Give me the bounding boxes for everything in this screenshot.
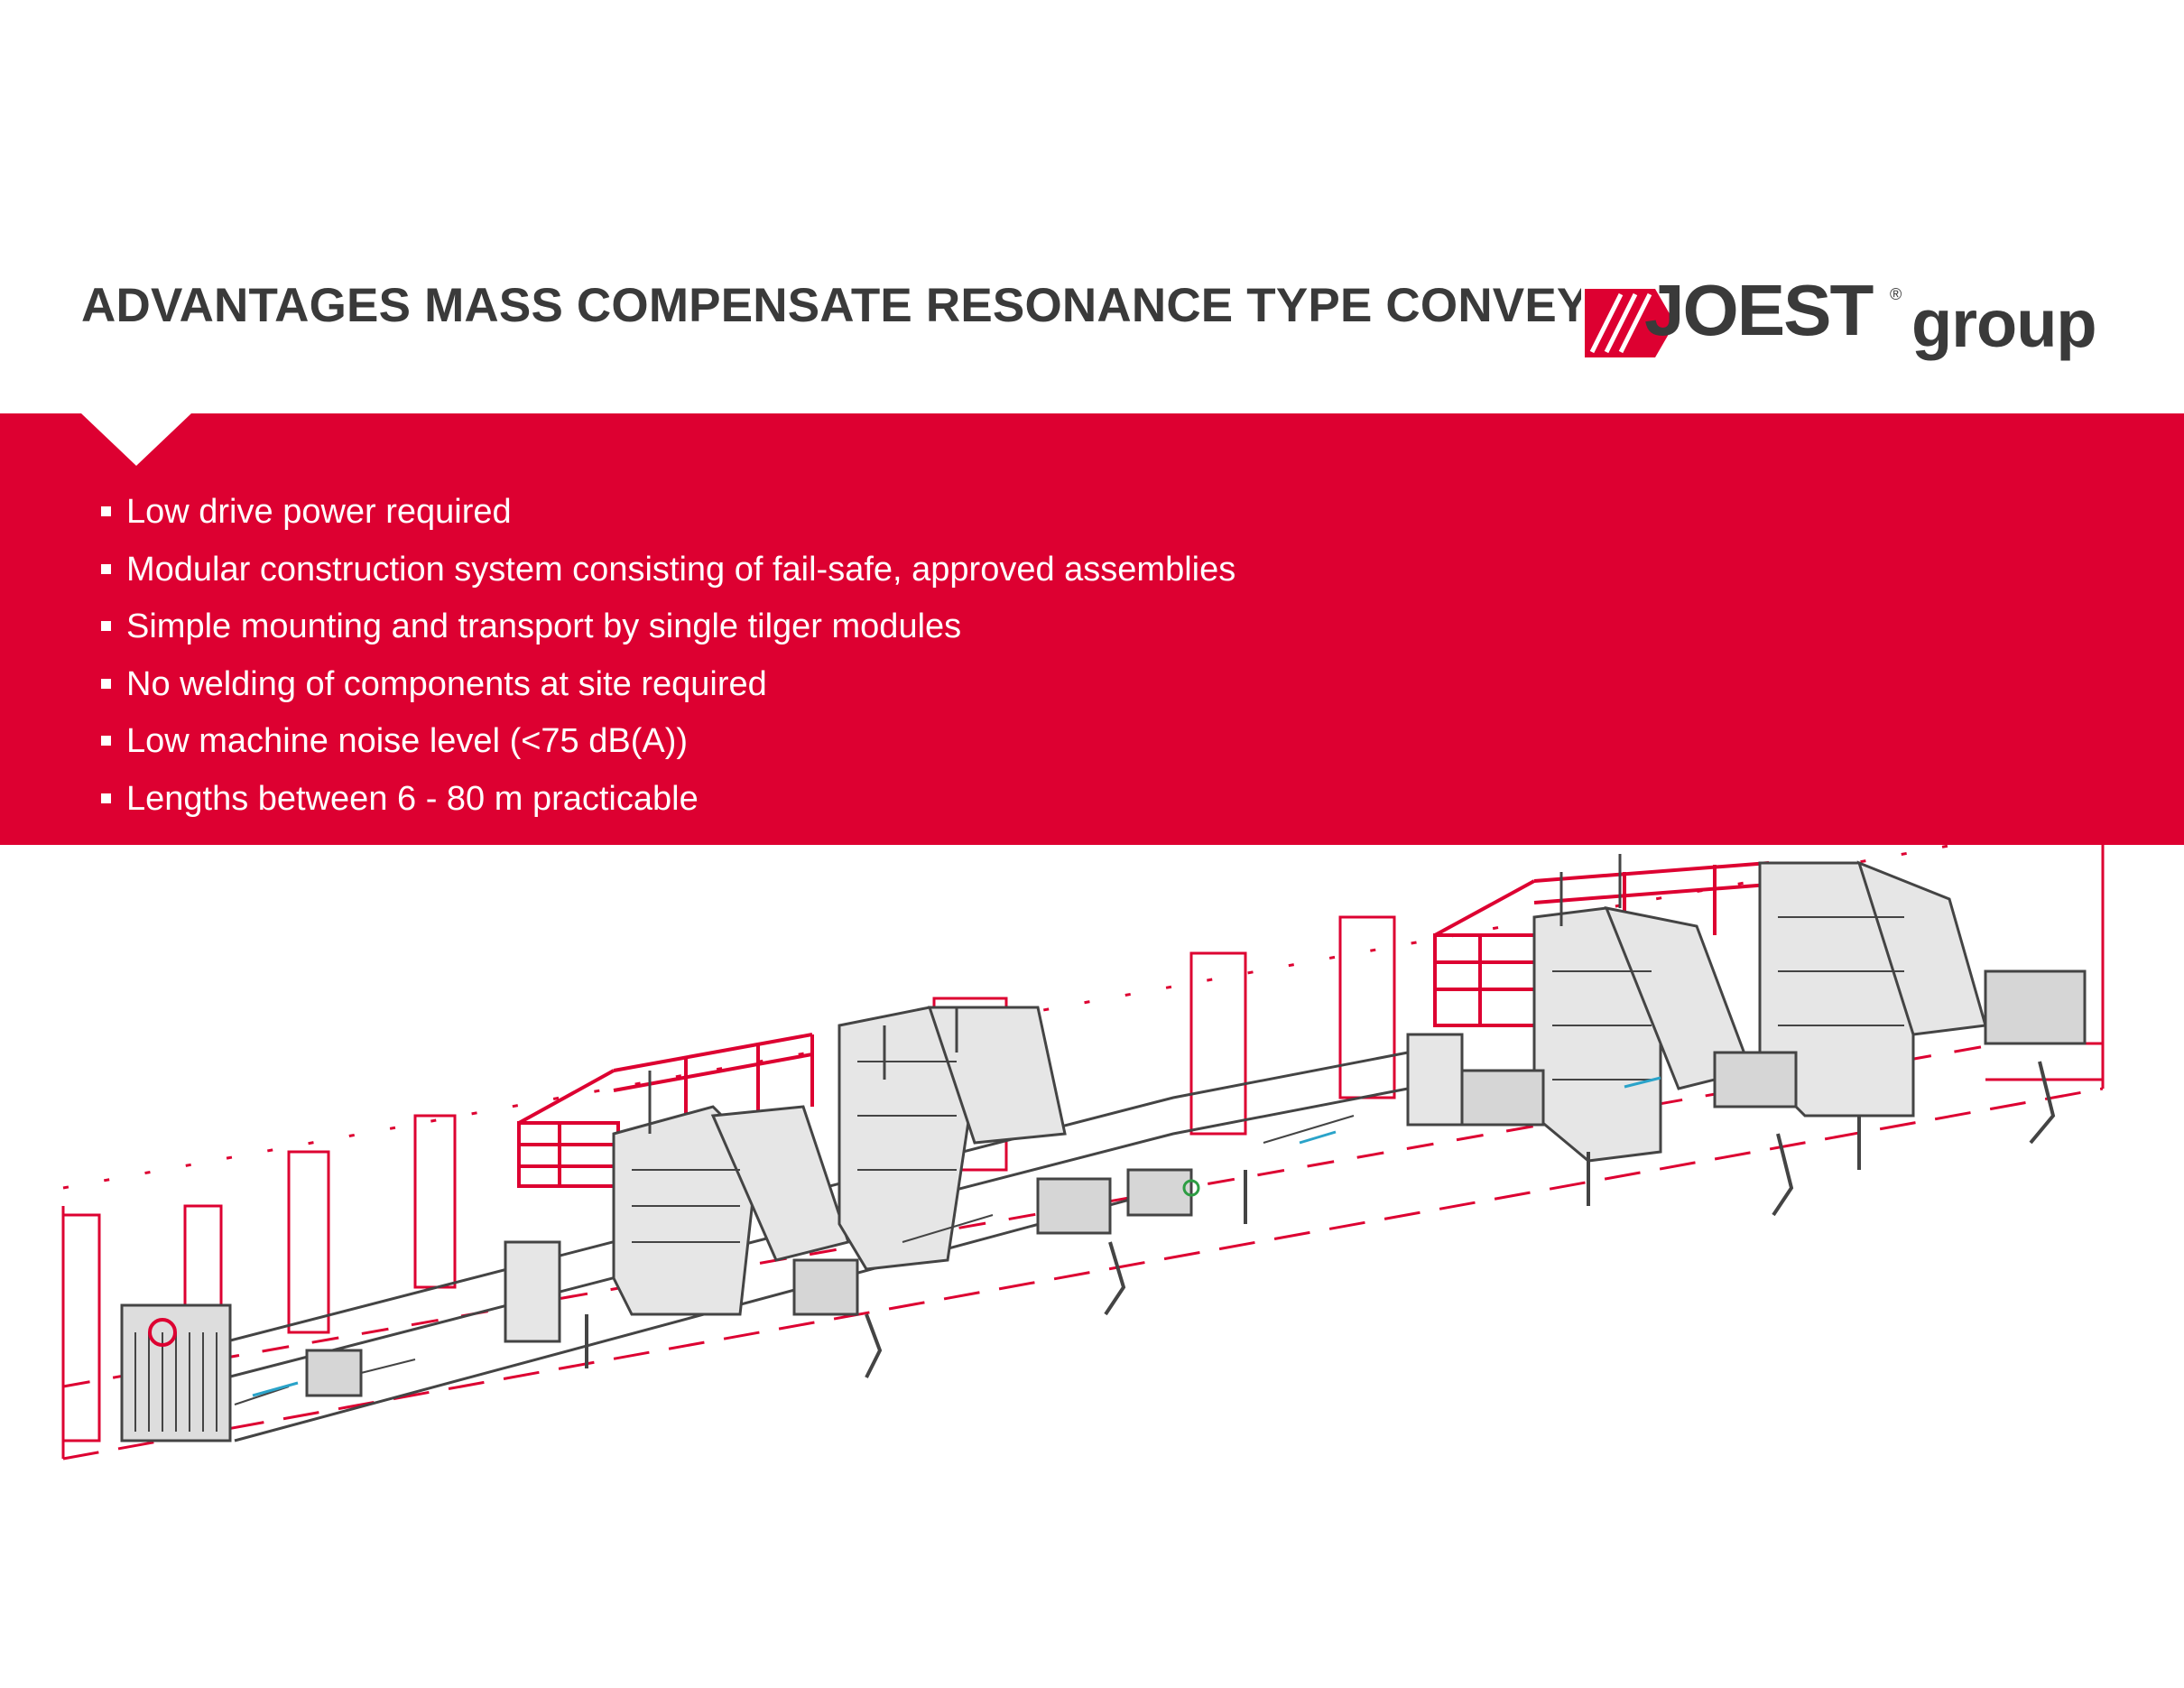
logo-registered-mark: ® xyxy=(1890,285,1902,303)
list-item: Low machine noise level (<75 dB(A)) xyxy=(99,713,1235,771)
conveyor-technical-drawing xyxy=(61,845,2105,1461)
list-item: Simple mounting and transport by single … xyxy=(99,598,1235,656)
list-item: No welding of components at site require… xyxy=(99,656,1235,714)
slide-title: ADVANTAGES MASS COMPENSATE RESONANCE TYP… xyxy=(81,279,1661,332)
advantages-list: Low drive power required Modular constru… xyxy=(99,484,1235,828)
drawing-accents xyxy=(252,1076,1661,1397)
logo-wordmark: JOEST xyxy=(1644,270,1874,350)
conveyor-machine xyxy=(120,854,2087,1442)
list-item: Modular construction system consisting o… xyxy=(99,542,1235,599)
joest-mark-icon xyxy=(1585,289,1675,357)
banner-notch xyxy=(81,413,191,466)
joest-group-logo: JOEST ® group xyxy=(1581,271,2123,370)
red-banner: Low drive power required Modular constru… xyxy=(0,413,2184,845)
list-item: Low drive power required xyxy=(99,484,1235,542)
list-item: Lengths between 6 - 80 m practicable xyxy=(99,771,1235,829)
logo-group-text: group xyxy=(1911,286,2097,361)
